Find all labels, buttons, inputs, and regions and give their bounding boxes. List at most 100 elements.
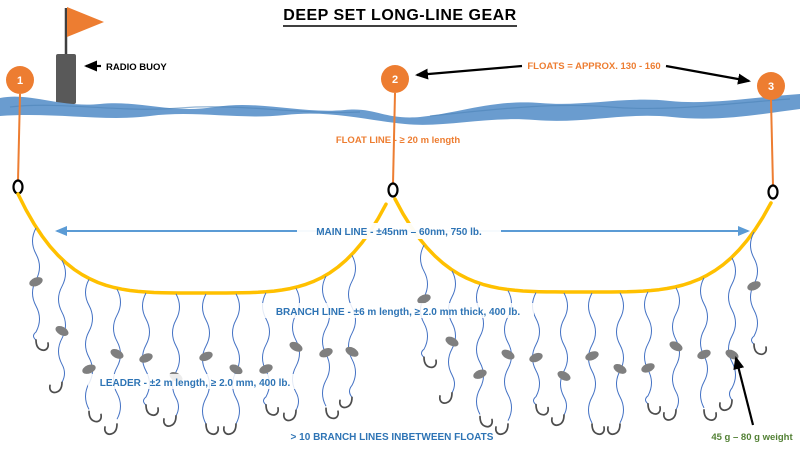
branch-line-path bbox=[232, 293, 240, 425]
branch-line-label: BRANCH LINE - ±6 m length, ≥ 2.0 mm thic… bbox=[276, 307, 521, 318]
branch-weight bbox=[613, 363, 627, 374]
branch-line bbox=[199, 293, 220, 436]
branch-line-path bbox=[348, 255, 356, 398]
branch-weight bbox=[345, 346, 359, 357]
branch-weight bbox=[529, 352, 543, 363]
branch-weight bbox=[473, 369, 487, 379]
branch-hook bbox=[647, 402, 662, 415]
float-buoy-3: 3 bbox=[757, 72, 785, 100]
branch-weight bbox=[445, 336, 459, 347]
branch-weight bbox=[319, 348, 333, 358]
branch-hook bbox=[535, 403, 550, 416]
branch-weight bbox=[725, 349, 739, 360]
branch-hook bbox=[222, 423, 237, 436]
branch-hook bbox=[162, 415, 177, 427]
branch-line-path bbox=[750, 231, 758, 345]
weight-arrow bbox=[733, 356, 755, 426]
branch-hook bbox=[703, 409, 718, 421]
branch-line-path bbox=[58, 260, 66, 383]
branch-line bbox=[550, 292, 571, 427]
branch-line-path bbox=[560, 292, 568, 416]
branch-hook bbox=[606, 423, 621, 436]
branch-hook bbox=[325, 407, 340, 420]
branch-hook bbox=[265, 403, 280, 416]
branch-hook bbox=[338, 396, 353, 409]
branch-line bbox=[718, 257, 739, 412]
water-texture bbox=[429, 98, 791, 117]
branch-hook bbox=[753, 343, 768, 356]
float-number-3: 3 bbox=[768, 81, 774, 93]
main-line bbox=[16, 192, 773, 295]
branch-line-path bbox=[32, 227, 40, 341]
snap-ring-2 bbox=[387, 182, 399, 198]
leader-label: LEADER - ±2 m length, ≥ 2.0 mm, 400 lb. bbox=[100, 378, 291, 389]
branch-hook bbox=[718, 399, 733, 412]
branch-weight bbox=[697, 349, 711, 360]
branch-line-label-bg bbox=[262, 303, 534, 318]
branch-line bbox=[29, 227, 50, 352]
floats-arrow-right bbox=[665, 64, 751, 85]
buoy-body bbox=[56, 54, 76, 104]
branch-line bbox=[319, 275, 340, 420]
branch-hook bbox=[479, 415, 494, 428]
branch-line bbox=[697, 277, 718, 421]
float-number-2: 2 bbox=[392, 74, 398, 86]
branch-hook bbox=[35, 339, 50, 352]
branch-hook bbox=[205, 423, 220, 436]
page-title: DEEP SET LONG-LINE GEAR bbox=[283, 7, 516, 24]
radio-buoy-label: RADIO BUOY bbox=[106, 62, 167, 73]
branch-line-path bbox=[448, 270, 456, 394]
branch-line-path bbox=[172, 293, 180, 417]
branch-weight bbox=[110, 348, 124, 359]
leader-annotation: LEADER - ±2 m length, ≥ 2.0 mm, 400 lb. bbox=[88, 374, 302, 389]
branch-line bbox=[747, 231, 768, 356]
branch-line-path bbox=[616, 292, 624, 424]
snap-ring-3 bbox=[767, 184, 779, 200]
branch-hook bbox=[282, 409, 297, 422]
water-ribbon bbox=[0, 94, 800, 125]
branch-line bbox=[103, 288, 124, 436]
branch-weight bbox=[669, 341, 683, 352]
branch-line-path bbox=[700, 277, 708, 409]
weight-label: 45 g – 80 g weight bbox=[711, 432, 793, 443]
float-buoy-1: 1 bbox=[6, 66, 34, 94]
float-line-label: FLOAT LINE - ≥ 20 m length bbox=[336, 135, 461, 146]
water-surface bbox=[0, 94, 800, 125]
branch-hook bbox=[423, 356, 438, 369]
branch-weight bbox=[82, 364, 96, 374]
branch-line bbox=[606, 292, 627, 436]
main-line-label: MAIN LINE - ±45nm – 60nm, 750 lb. bbox=[316, 227, 482, 238]
branch-line bbox=[48, 260, 69, 394]
flag-icon bbox=[67, 7, 104, 37]
float-number-1: 1 bbox=[17, 75, 23, 87]
branch-line bbox=[82, 279, 103, 423]
branch-line bbox=[641, 291, 662, 415]
branch-weight bbox=[259, 364, 273, 374]
branch-weight bbox=[417, 294, 431, 304]
branch-line bbox=[529, 292, 550, 416]
water-texture bbox=[9, 104, 361, 114]
branch-line bbox=[338, 255, 359, 409]
branch-line bbox=[585, 292, 606, 436]
branch-weight bbox=[199, 351, 213, 362]
branch-hook bbox=[145, 404, 160, 417]
branch-hook bbox=[48, 381, 63, 394]
floats-count-label: FLOATS = APPROX. 130 - 160 bbox=[527, 61, 660, 72]
branch-weight bbox=[585, 351, 599, 361]
snap-ring-1 bbox=[12, 179, 24, 195]
branch-weight bbox=[501, 349, 515, 360]
floats-arrow-left bbox=[415, 64, 523, 80]
float-buoy-2: 2 bbox=[381, 65, 409, 93]
branch-weight bbox=[55, 326, 69, 336]
branch-weight bbox=[289, 341, 303, 352]
branch-hook bbox=[550, 414, 565, 427]
branch-hook bbox=[103, 423, 118, 436]
radio-buoy bbox=[56, 7, 104, 104]
branch-weight bbox=[641, 363, 655, 373]
branch-weight bbox=[229, 364, 243, 375]
float-line-2 bbox=[392, 92, 396, 185]
branch-lines-group bbox=[29, 227, 768, 436]
branch-line-path bbox=[322, 275, 330, 407]
branch-weight bbox=[139, 353, 153, 363]
